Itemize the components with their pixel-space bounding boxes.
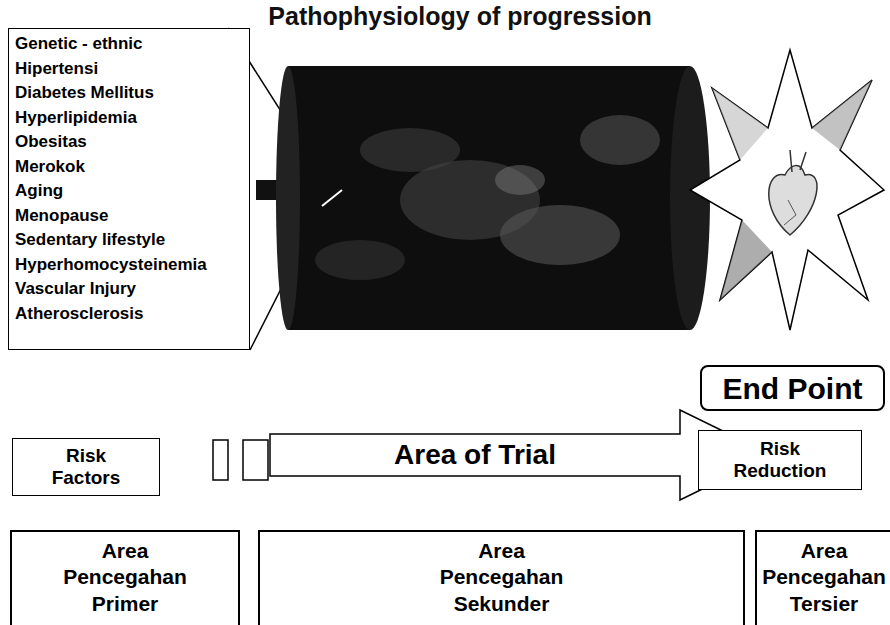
node-label: Area Pencegahan Tersier <box>759 538 889 617</box>
node-label: Area Pencegahan Primer <box>60 538 190 617</box>
risk-factor-list: Genetic - ethnicHipertensiDiabetes Melli… <box>8 28 250 350</box>
arrow-outline <box>270 410 772 500</box>
risk-factor-item: Sedentary lifestyle <box>15 228 165 253</box>
node-label: Risk Factors <box>31 445 141 489</box>
risk-factor-item: Hyperhomocysteinemia <box>15 253 207 278</box>
spacer-box <box>243 440 268 480</box>
risk-factor-item: Genetic - ethnic <box>15 32 143 57</box>
artery-vessel <box>256 66 710 330</box>
risk-factor-item: Hipertensi <box>15 57 98 82</box>
trial-arrow: Area of Trial <box>270 410 772 500</box>
node-label: End Point <box>723 372 863 405</box>
risk-factor-item: Hyperlipidemia <box>15 106 137 131</box>
prevention-area-box: Area Pencegahan Primer <box>10 530 240 625</box>
risk-factor-item: Aging <box>15 179 63 204</box>
risk-factor-item: Merokok <box>15 155 85 180</box>
rupture-burst <box>690 50 884 330</box>
risk-factor-item: Obesitas <box>15 130 87 155</box>
end-point-box: End Point <box>700 365 885 411</box>
risk-reduction-box: Risk Reduction <box>698 430 862 490</box>
diagram-title: Pathophysiology of progression <box>160 2 760 31</box>
node-label: Area of Trial <box>394 440 556 471</box>
node-label: Area Pencegahan Sekunder <box>437 538 567 617</box>
risk-factor-item: Vascular Injury <box>15 277 136 302</box>
prevention-area-box: Area Pencegahan Sekunder <box>258 530 745 625</box>
risk-factor-item: Menopause <box>15 204 109 229</box>
spacer-box <box>213 440 228 480</box>
prevention-area-box: Area Pencegahan Tersier <box>755 530 890 625</box>
risk-factor-item: Atherosclerosis <box>15 302 144 327</box>
risk-factor-item: Diabetes Mellitus <box>15 81 154 106</box>
risk-factors-box: Risk Factors <box>12 438 160 496</box>
node-label: Risk Reduction <box>720 438 840 482</box>
